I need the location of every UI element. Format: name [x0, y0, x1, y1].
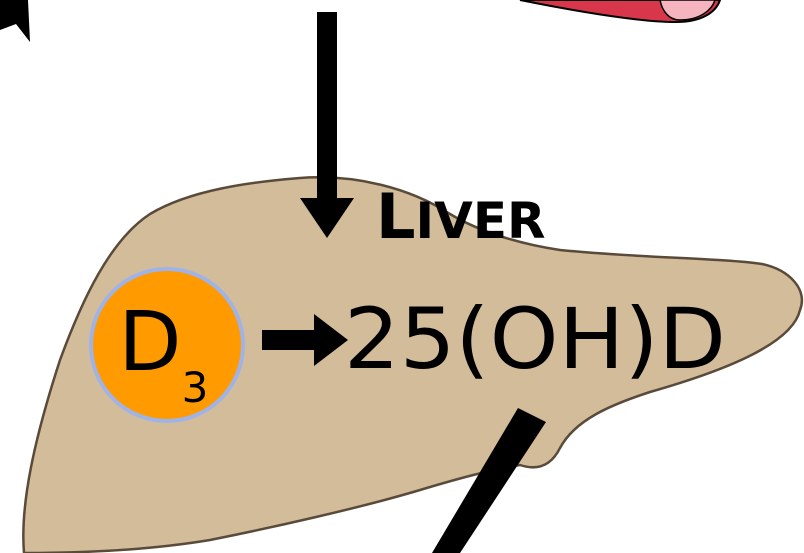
upper-organ-fragment — [520, 0, 720, 22]
product-label: 25(OH)D — [344, 290, 726, 388]
organ-label-cap: L — [376, 180, 416, 253]
d3-symbol: D — [118, 295, 181, 390]
d3-subscript: 3 — [182, 363, 209, 412]
incoming-arrow — [300, 12, 354, 238]
organ-label: LIVER — [376, 180, 545, 253]
incoming-arrow-shaft — [317, 12, 337, 204]
top-left-arrowhead — [0, 0, 30, 42]
organ-label-rest: IVER — [416, 192, 546, 250]
